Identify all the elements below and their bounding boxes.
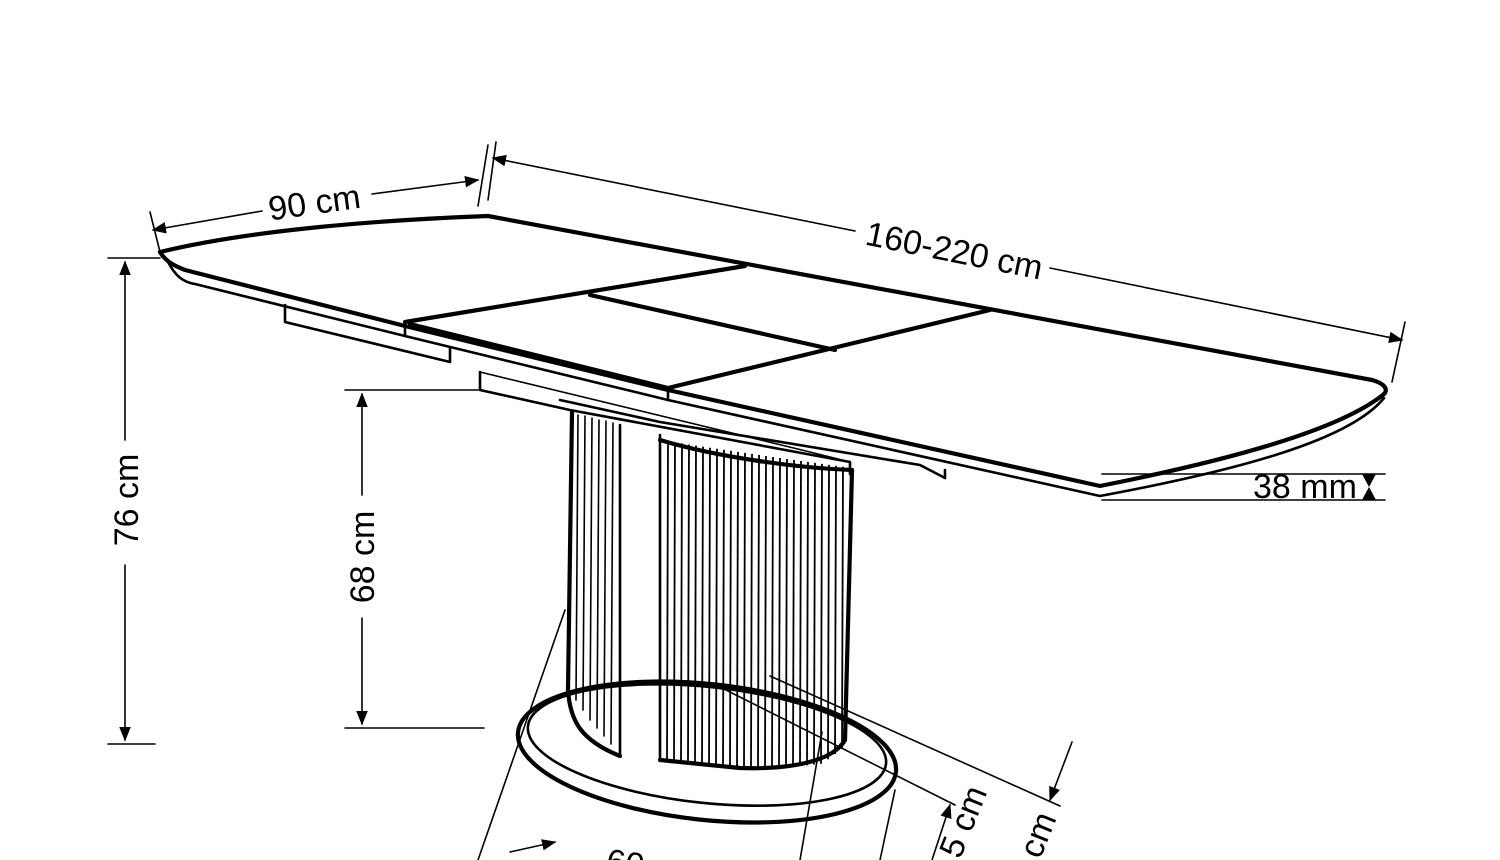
table-top-surface xyxy=(157,213,1388,397)
base-depth-label-a: 5 cm xyxy=(932,780,995,860)
base-ellipse-outer xyxy=(515,679,899,825)
pedestal xyxy=(565,409,855,771)
table-apron xyxy=(283,303,947,480)
pedestal-flute-line xyxy=(729,450,732,768)
thickness-arrow-bottom xyxy=(1362,487,1376,500)
pedestal-flute-line xyxy=(680,443,683,763)
apron-slide xyxy=(479,371,851,463)
pedestal-flutes xyxy=(666,441,844,769)
table-top-lower-edge xyxy=(166,260,1386,498)
pedestal-height-label: 68 cm xyxy=(344,511,382,604)
pedestal-flute-line xyxy=(834,465,837,755)
pedestal-flute-line xyxy=(701,446,704,766)
pedestal-flute-line xyxy=(715,448,718,767)
pedestal-left-shading xyxy=(575,414,614,745)
width-label: 90 cm xyxy=(266,178,363,229)
pedestal-flute-line xyxy=(743,452,746,768)
thickness-arrow-top xyxy=(1362,474,1376,487)
extension-leaf-seam-4 xyxy=(407,321,671,391)
dimension-total-height: 76 cm xyxy=(107,257,161,745)
pedestal-flute-line xyxy=(778,457,781,768)
pedestal-flute-line xyxy=(736,451,739,768)
dimension-pedestal-height: 68 cm xyxy=(344,389,485,729)
length-label: 160-220 cm xyxy=(862,215,1046,287)
pedestal-flute-line xyxy=(806,461,809,766)
pedestal-flute-line xyxy=(666,441,669,762)
apron-left xyxy=(283,303,452,364)
extension-leaf-seam-3 xyxy=(665,307,993,391)
base-length-label: 60 xyxy=(604,842,647,860)
apron-right xyxy=(558,398,947,480)
extension-leaf-seam-1 xyxy=(402,263,748,325)
extension-leaf-seam-2 xyxy=(587,292,838,353)
pedestal-flute-line xyxy=(799,460,802,766)
pedestal-flute-line xyxy=(694,445,697,765)
pedestal-flute-line xyxy=(708,447,711,766)
total-height-label: 76 cm xyxy=(108,454,146,547)
table-top xyxy=(157,213,1388,498)
pedestal-flute-line xyxy=(785,458,788,768)
pedestal-flute-line xyxy=(757,454,760,769)
pedestal-flute-line xyxy=(792,459,795,767)
pedestal-flute-line xyxy=(827,464,830,760)
base xyxy=(515,679,899,825)
table-top-front-edge xyxy=(157,249,1387,489)
base-ellipse-inner xyxy=(526,683,888,807)
pedestal-flute-line xyxy=(673,442,676,762)
dimension-width: 90 cm xyxy=(149,144,489,253)
pedestal-flute-line xyxy=(687,444,690,764)
pedestal-flute-line xyxy=(820,463,823,764)
top-thickness-label: 38 mm xyxy=(1253,468,1357,506)
dimension-length: 160-220 cm xyxy=(487,141,1406,383)
dimension-top-thickness: 38 mm xyxy=(1101,468,1386,506)
pedestal-flute-line xyxy=(771,456,774,768)
pedestal-flute-line xyxy=(750,453,753,769)
pedestal-flute-line xyxy=(813,462,816,765)
pedestal-flute-line xyxy=(841,466,844,749)
apron-rail xyxy=(478,370,852,476)
base-depth-label-b: cm xyxy=(1012,807,1064,860)
pedestal-flute-line xyxy=(764,455,767,768)
pedestal-flute-line xyxy=(722,449,725,767)
